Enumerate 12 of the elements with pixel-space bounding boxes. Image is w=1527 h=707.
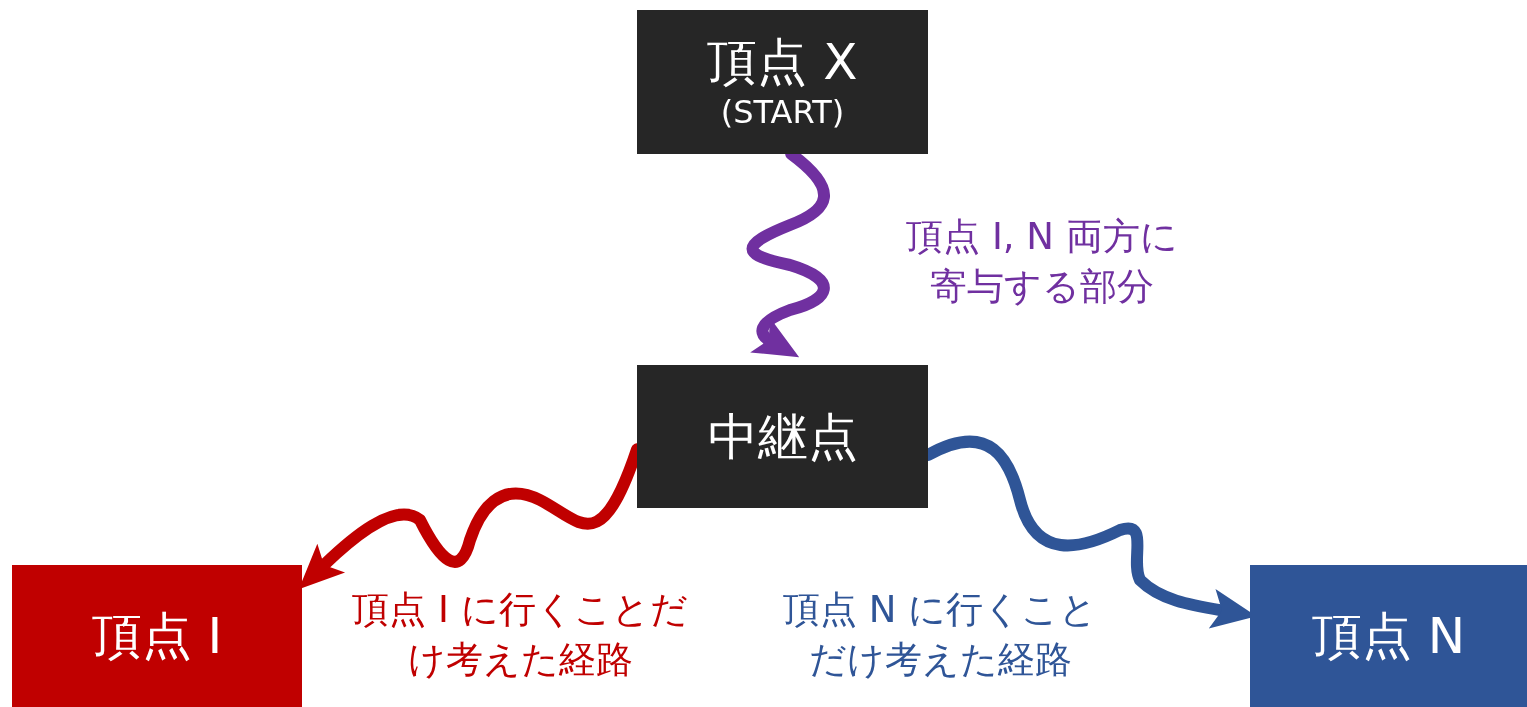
process-box [637,365,928,508]
box-title: 頂点 I [91,606,223,666]
process-box [637,10,928,154]
box-title: 頂点 N [1311,606,1466,666]
box-title: 中継点 [707,406,858,467]
edge-label: 頂点 I, N 両方に寄与する部分 [905,214,1179,310]
process-box [12,565,302,707]
box-title: 頂点 X [707,32,858,92]
edge-label: 頂点 N に行くことだけ考えた経路 [781,587,1099,683]
box-subtitle: (START) [720,92,845,132]
edge-label: 頂点 I に行くことだけ考えた経路 [351,587,689,683]
process-box [1250,565,1527,707]
